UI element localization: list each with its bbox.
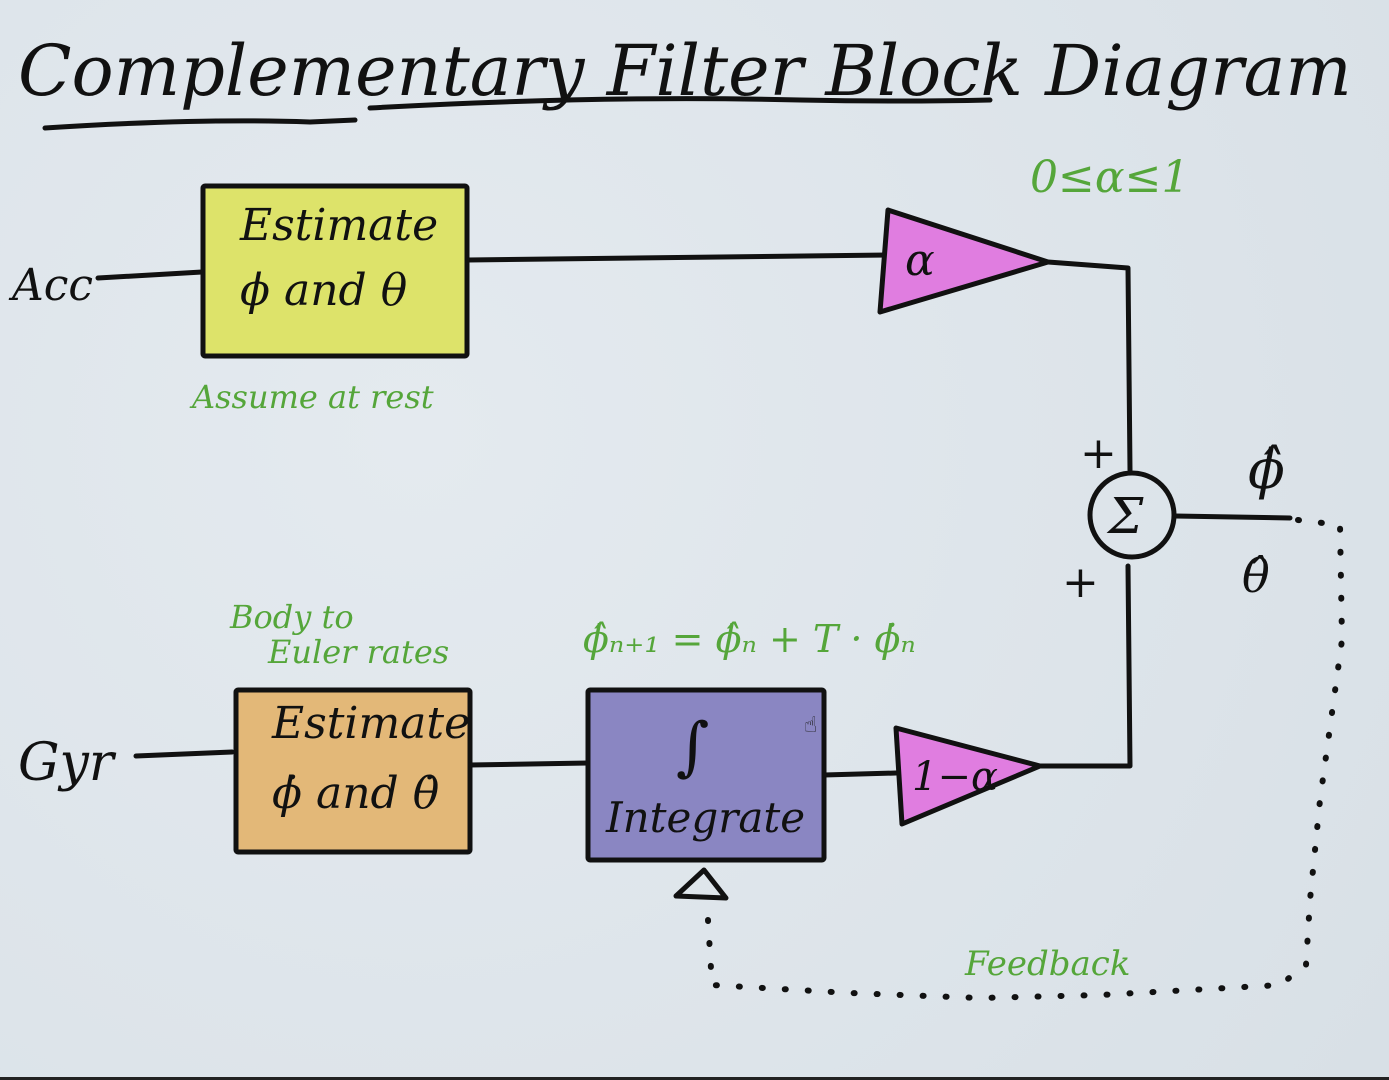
gyr-input-line (133, 749, 235, 759)
sum-output-line (1172, 513, 1293, 521)
feedback-dotted-path (705, 517, 1346, 1002)
alpha-gain-label: α (905, 235, 935, 286)
one-minus-alpha-gain-triangle (893, 725, 1043, 827)
integration-formula: ϕ̂ₙ₊₁ = ϕ̂ₙ + T · ϕ̇ₙ (583, 617, 916, 661)
alpha-to-sum-line (1045, 259, 1133, 473)
feedback-input-triangle (673, 867, 729, 901)
integrate-label: Integrate (605, 793, 805, 842)
acc-input-line (95, 269, 205, 281)
acc-to-alpha-line (465, 252, 891, 263)
acc-estimate-title: Estimate (239, 200, 438, 251)
body-to-label: Body to (229, 598, 354, 636)
acc-estimate-block (200, 183, 470, 359)
theta-hat-output: θ̂ (1242, 549, 1270, 603)
phi-hat-output: ϕ̂ (1248, 438, 1285, 501)
gyr-estimate-title: Estimate (271, 698, 470, 749)
gyr-input-label: Gyr (18, 733, 117, 793)
gyr-to-integrate-line (467, 760, 591, 768)
gyr-estimate-vars: ϕ̇ and θ̇ (272, 768, 439, 819)
sum-symbol: Σ (1106, 487, 1144, 545)
one-minus-alpha-label: 1−α (912, 754, 998, 800)
euler-rates-label: Euler rates (267, 633, 449, 671)
assume-rest-label: Assume at rest (189, 378, 434, 416)
alpha-range-label: 0≤α≤1 (1030, 152, 1189, 203)
acc-input-label: Acc (8, 260, 93, 311)
feedback-label: Feedback (964, 944, 1130, 984)
gain-to-sum-line (1037, 563, 1133, 769)
title-underline (42, 96, 993, 131)
acc-estimate-vars: ϕ and θ (240, 265, 407, 316)
alpha-gain-triangle (877, 207, 1051, 315)
sum-plus-bottom: + (1062, 557, 1099, 608)
hand-cursor-icon: ☝ (804, 713, 817, 738)
sum-plus-top: + (1080, 428, 1117, 479)
integrate-symbol: ∫ (676, 710, 709, 784)
bottom-border (0, 1077, 1389, 1080)
integrate-to-gain-line (821, 770, 899, 778)
gyr-estimate-block (233, 687, 473, 855)
